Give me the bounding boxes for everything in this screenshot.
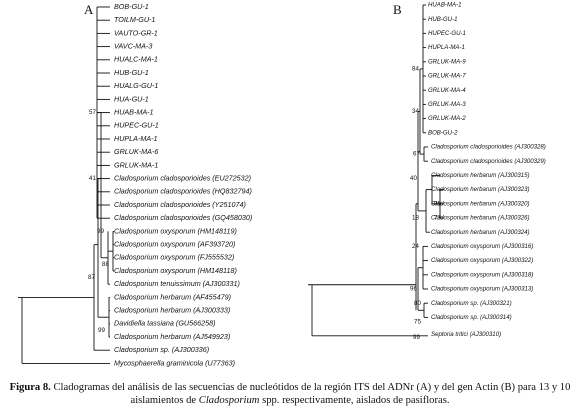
panel-b-label: B: [393, 2, 402, 17]
tree-a-bootstrap-value: 57: [89, 109, 96, 116]
panel-a-label: A: [84, 2, 94, 17]
caption-text-2: spp. respectivamente, aislados de pasifl…: [259, 395, 450, 406]
tree-b-taxon-label: Cladosporium sp. (AJ300321): [431, 300, 512, 307]
tree-b-taxon-label: Septoria tritici (AJ300310): [431, 331, 501, 338]
tree-a-taxon-label: Cladosporium cladosporioides (GQ458030): [114, 213, 252, 222]
tree-b-taxon-label: GRLUK-MA-3: [428, 101, 466, 108]
cladogram-b: HUAB-MA-1HUB-GU-1HUPEC-GU-1HUPLA-MA-1GRL…: [308, 2, 546, 341]
cladogram-a: BOB-GU-1TOILM-GU-1VAUTO-GR-1VAVC-MA-3HUA…: [18, 2, 252, 367]
tree-a-taxon-label: Cladosporium oxysporum (AF393720): [114, 240, 235, 249]
tree-a-bootstrap-value: 41: [89, 175, 96, 182]
tree-b-bootstrap-value: 99: [434, 200, 441, 207]
tree-a-taxon-label: VAVC-MA-3: [114, 42, 152, 51]
tree-a-taxon-label: HUALG-GU-1: [114, 81, 158, 90]
tree-b-bootstrap-value: 84: [412, 66, 419, 73]
tree-b-taxon-label: BOB-GU-2: [428, 129, 458, 136]
tree-a-taxon-label: Cladosporium herbarum (AJ549923): [114, 332, 230, 341]
tree-a-taxon-label: Cladosporium cladosporioides (Y251074): [114, 200, 246, 209]
tree-b-taxon-label: Cladosporium sp. (AJ300314): [431, 314, 512, 321]
tree-b-taxon-label: GRLUK-MA-2: [428, 115, 466, 122]
tree-a-taxon-label: Cladosporium cladosporioides (HQ832794): [114, 187, 252, 196]
tree-b-taxon-label: Cladosporium herbarum (AJ300326): [431, 215, 530, 222]
tree-a-bootstrap-value: 99: [98, 327, 105, 334]
tree-b-taxon-label: Cladosporium oxysporum (AJ300313): [431, 286, 533, 293]
tree-a-taxon-label: GRLUK-MA-1: [114, 160, 158, 169]
caption-text-1: Cladogramas del análisis de las secuenci…: [50, 382, 571, 406]
tree-b-bootstrap-value: 96: [410, 286, 417, 293]
tree-a-taxon-label: HUPEC-GU-1: [114, 121, 159, 130]
tree-a-taxon-label: Cladosporium oxysporum (FJ555532): [114, 253, 234, 262]
tree-b-taxon-label: Cladosporium herbarum (AJ300315): [431, 172, 530, 179]
tree-b-taxon-label: HUPEC-GU-1: [428, 30, 466, 37]
tree-b-taxon-label: HUAB-MA-1: [428, 2, 462, 9]
tree-b-taxon-label: GRLUK-MA-4: [428, 87, 466, 94]
tree-b-taxon-label: HUB-GU-1: [428, 16, 457, 23]
tree-b-taxon-label: Cladosporium oxysporum (AJ300316): [431, 243, 533, 250]
tree-a-taxon-label: Cladosporium oxysporum (HM148119): [114, 226, 237, 235]
tree-a-taxon-label: GRLUK-MA-6: [114, 147, 158, 156]
tree-b-bootstrap-value: 18: [412, 215, 419, 222]
tree-b-taxon-label: GRLUK-MA-7: [428, 73, 466, 80]
tree-a-taxon-label: Cladosporium cladosporioides (EU272532): [114, 174, 251, 183]
tree-a-taxon-label: Cladosporium tenuissimum (AJ300331): [114, 279, 240, 288]
tree-b-taxon-label: GRLUK-MA-9: [428, 58, 466, 65]
tree-b-taxon-label: Cladosporium cladosporioides (AJ300329): [431, 158, 546, 165]
tree-a-taxon-label: TOILM-GU-1: [114, 15, 155, 24]
tree-b-bootstrap-value: 67: [413, 151, 420, 158]
tree-a-taxon-label: VAUTO-GR-1: [114, 28, 158, 37]
tree-a-taxon-label: BOB-GU-1: [114, 2, 149, 11]
tree-a-taxon-label: Davidiella tassiana (GU566258): [114, 319, 215, 328]
tree-a-bootstrap-value: 87: [88, 274, 95, 281]
tree-a-taxon-label: Mycosphaerella graminicola (U77363): [114, 358, 235, 367]
tree-a-taxon-label: Cladosporium herbarum (AF455479): [114, 292, 231, 301]
tree-b-bootstrap-value: 40: [410, 175, 417, 182]
tree-a-bootstrap-value: 88: [102, 261, 109, 268]
tree-a-taxon-label: HUAB-MA-1: [114, 108, 154, 117]
tree-a-taxon-label: HUA-GU-1: [114, 94, 149, 103]
tree-b-taxon-label: Cladosporium herbarum (AJ300320): [431, 200, 530, 207]
tree-b-bootstrap-value: 77: [434, 215, 441, 222]
tree-b-bootstrap-value: 75: [414, 318, 421, 325]
caption-genus: Cladosporium: [198, 395, 260, 406]
tree-a-taxon-label: Cladosporium oxysporum (HM148118): [114, 266, 237, 275]
tree-a-taxon-label: Cladosporium herbarum (AJ300333): [114, 306, 230, 315]
tree-b-bootstrap-value: 34: [412, 108, 419, 115]
tree-a-taxon-label: HUALC-MA-1: [114, 55, 158, 64]
figure-label: Figura 8.: [9, 382, 51, 393]
tree-b-bootstrap-value: 80: [414, 300, 421, 307]
tree-b-taxon-label: HUPLA-MA-1: [428, 44, 465, 51]
tree-a-taxon-label: HUB-GU-1: [114, 68, 149, 77]
tree-b-bootstrap-value: 24: [412, 243, 419, 250]
tree-a-taxon-label: Cladosporium sp. (AJ300336): [114, 345, 209, 354]
tree-b-bootstrap-value: 99: [413, 334, 420, 341]
tree-b-taxon-label: Cladosporium herbarum (AJ300323): [431, 186, 530, 193]
tree-a-taxon-label: HUPLA-MA-1: [114, 134, 158, 143]
tree-b-taxon-label: Cladosporium herbarum (AJ300324): [431, 229, 530, 236]
tree-b-taxon-label: Cladosporium cladosporioides (AJ300328): [431, 144, 546, 151]
figure-caption: Figura 8. Cladogramas del análisis de la…: [0, 381, 580, 407]
tree-a-bootstrap-value: 99: [97, 228, 104, 235]
tree-b-taxon-label: Cladosporium oxysporum (AJ300322): [431, 257, 533, 264]
tree-b-taxon-label: Cladosporium oxysporum (AJ300318): [431, 271, 533, 278]
